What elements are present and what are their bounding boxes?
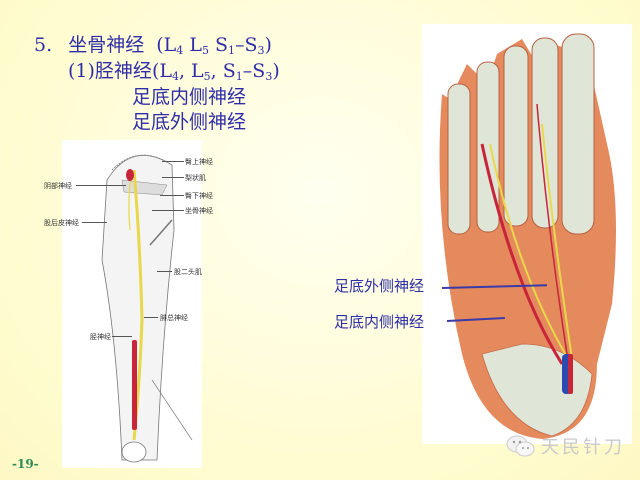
label-common-peroneal-nerve: 腓总神经 [160,314,188,322]
subheading-title: 胫神经 [94,60,152,82]
label-medial-plantar-nerve: 足底内侧神经 [334,313,425,331]
label-biceps-femoris: 股二头肌 [174,268,202,276]
subheading-roots: (L4, L5, S1–S3) [151,60,280,83]
plantar-foot-figure [422,24,632,444]
heading-title: 坐骨神经 [68,34,145,56]
thigh-illustration [101,154,193,463]
watermark: 天民针刀 [505,433,625,459]
label-tibial-nerve: 胫神经 [90,333,111,341]
foot-illustration [439,33,616,439]
label-inferior-gluteal-nerve: 臀下神经 [185,192,213,200]
watermark-text: 天民针刀 [541,437,625,458]
branch-lateral-plantar: 足底外侧神经 [132,111,247,133]
heading-number: 5. [34,34,53,56]
wechat-icon [506,435,535,457]
heading-roots: (L4 L5 S1–S3) [156,34,272,57]
branch-medial-plantar: 足底内侧神经 [132,86,247,108]
heading-sciatic-nerve: 5. 坐骨神经 (L4 L5 S1–S3) [34,33,272,63]
label-lateral-plantar-nerve: 足底外侧神经 [334,277,425,295]
subheading-tibial-nerve: (1)胫神经(L4, L5, S1–S3) [68,59,280,89]
label-piriformis: 梨状肌 [185,174,206,182]
label-posterior-femoral-cutaneous-nerve: 股后皮神经 [44,219,79,227]
subheading-index: (1) [68,60,95,82]
posterior-thigh-figure: 臀上神经 梨状肌 臀下神经 坐骨神经 股二头肌 腓总神经 阴部神经 股后皮神经 … [44,140,213,468]
page-number: -19- [12,457,39,471]
label-superior-gluteal-nerve: 臀上神经 [185,158,213,166]
label-pudendal-nerve: 阴部神经 [44,182,72,190]
label-sciatic-nerve: 坐骨神经 [185,207,213,215]
